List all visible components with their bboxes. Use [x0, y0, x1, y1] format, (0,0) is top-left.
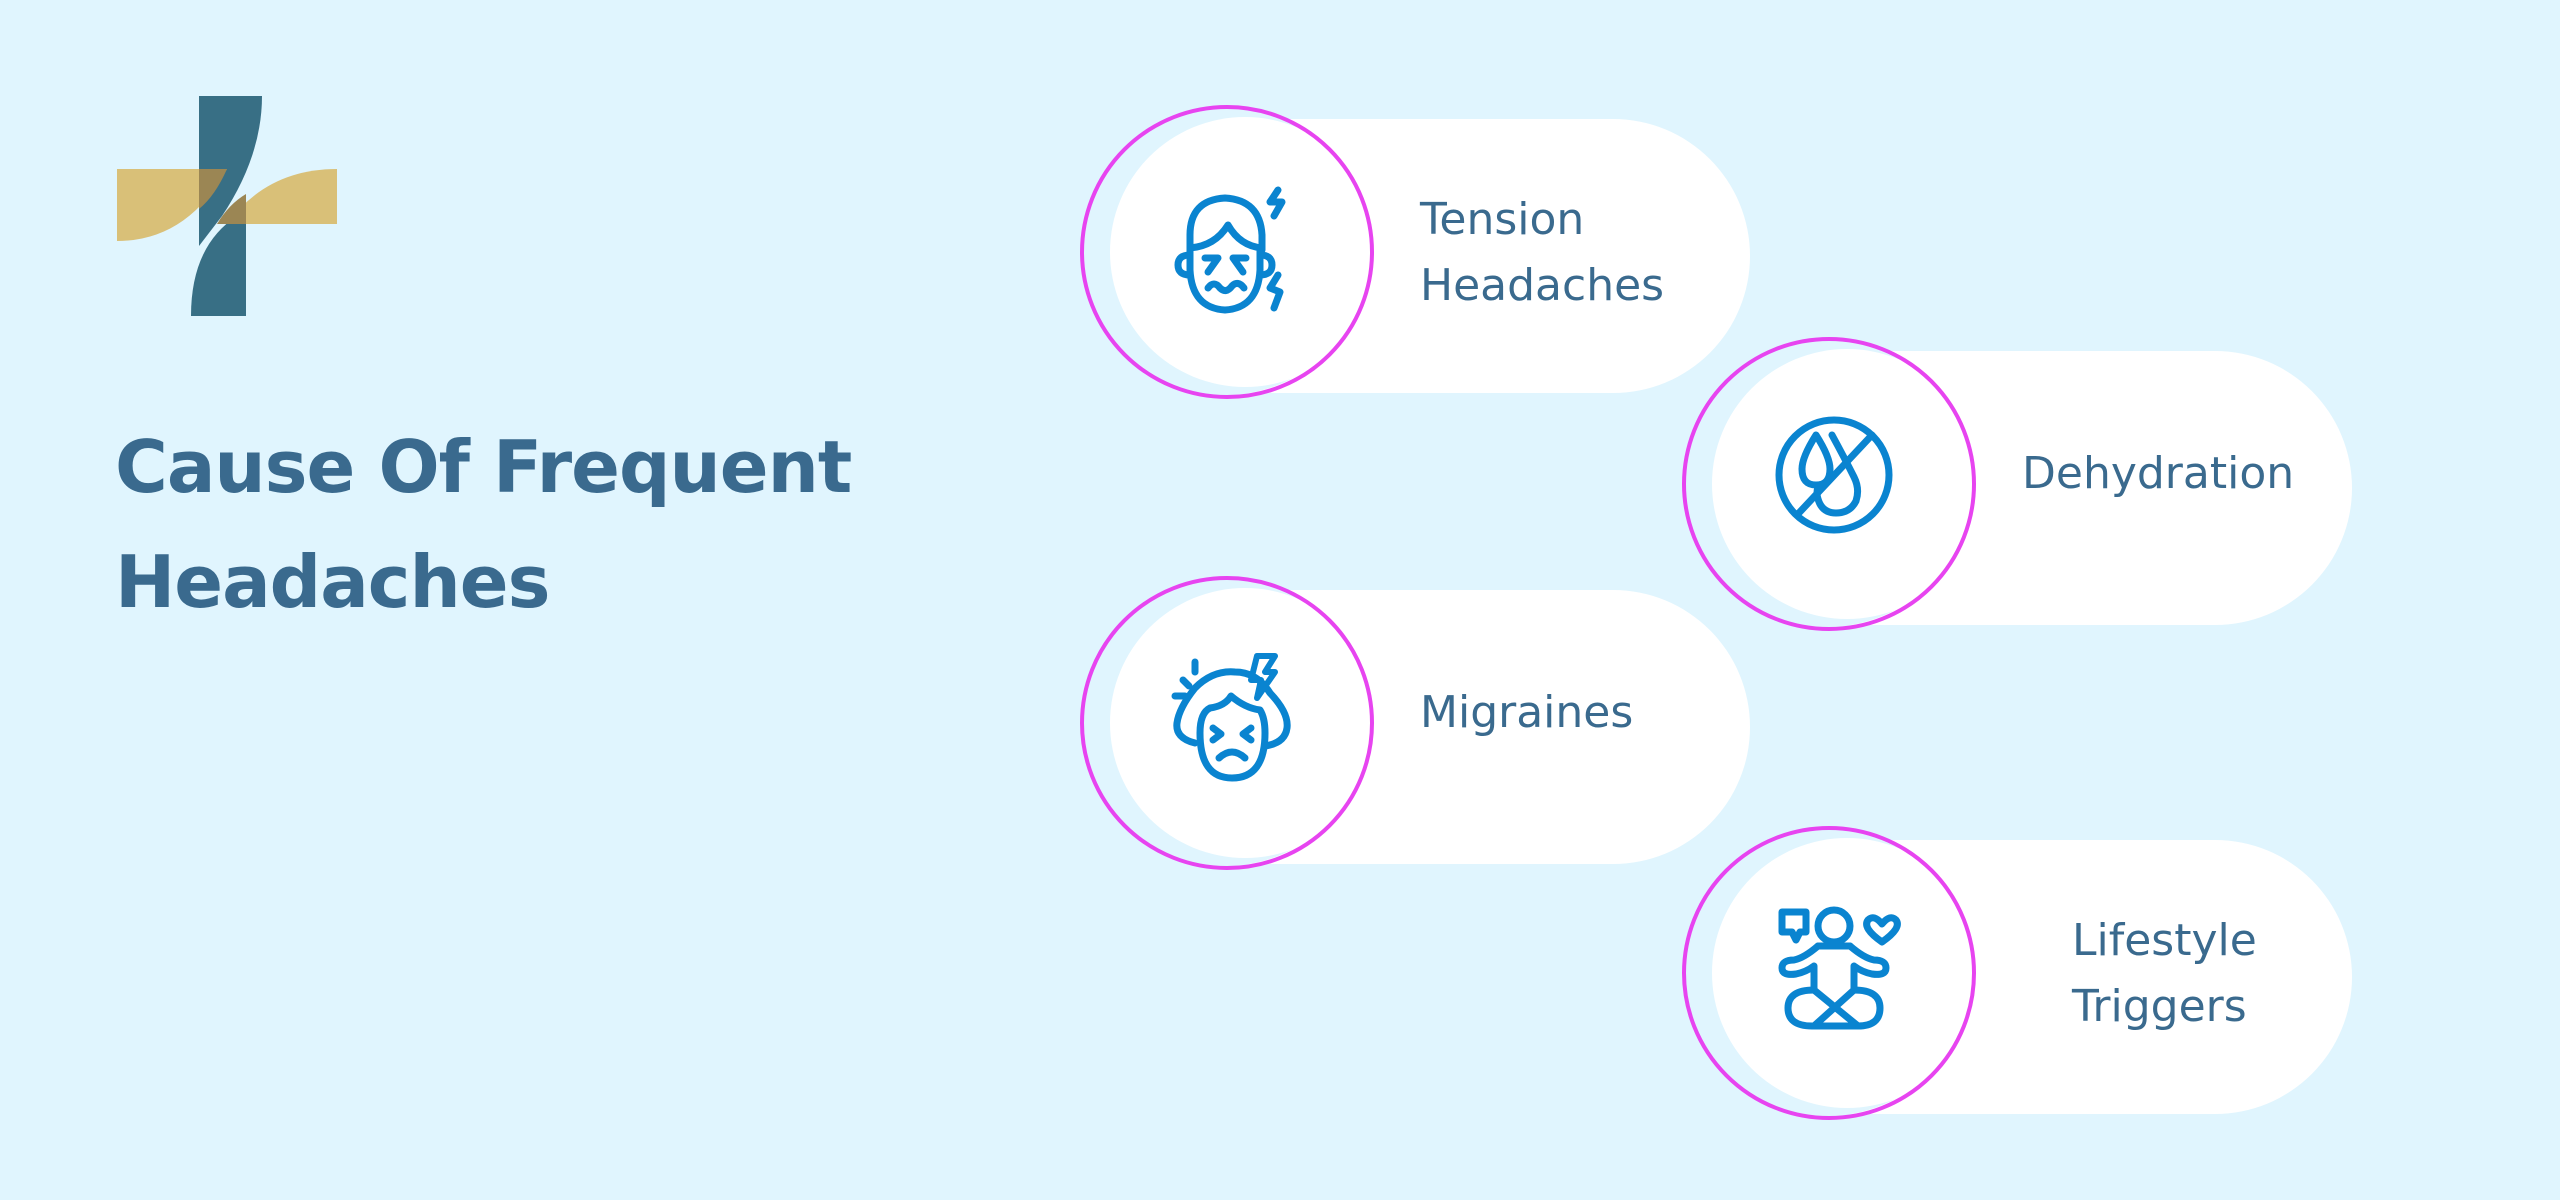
cause-item-migraines: Migraines: [1080, 576, 1760, 872]
title-line-1: Cause Of Frequent: [115, 425, 852, 509]
item-label-line-1: Migraines: [1420, 687, 1634, 738]
item-label: Migraines: [1420, 576, 1633, 872]
page-title: Cause Of Frequent Headaches: [115, 410, 915, 640]
item-ring: [1682, 337, 1976, 631]
cause-item-tension-headaches: Tension Headaches: [1080, 105, 1760, 401]
item-label-line-1: Tension: [1420, 194, 1585, 245]
title-line-2: Headaches: [115, 540, 550, 624]
item-ring: [1080, 576, 1374, 870]
item-ring: [1080, 105, 1374, 399]
item-label: Dehydration: [2022, 337, 2294, 633]
cause-item-dehydration: Dehydration: [1682, 337, 2362, 633]
medical-cross-logo: [117, 96, 337, 316]
item-label: Tension Headaches: [1420, 105, 1664, 401]
cause-item-lifestyle-triggers: Lifestyle Triggers: [1682, 826, 2362, 1122]
stressed-face-icon: [1174, 186, 1286, 314]
migraine-head-icon: [1171, 653, 1291, 782]
item-label-line-1: Dehydration: [2022, 448, 2295, 499]
item-label-line-2: Triggers: [2072, 981, 2247, 1032]
no-water-icon: [1775, 416, 1893, 534]
meditation-icon: [1778, 906, 1901, 1030]
item-label: Lifestyle Triggers: [2072, 826, 2257, 1122]
item-ring: [1682, 826, 1976, 1120]
item-label-line-1: Lifestyle: [2072, 915, 2257, 966]
item-label-line-2: Headaches: [1420, 260, 1665, 311]
